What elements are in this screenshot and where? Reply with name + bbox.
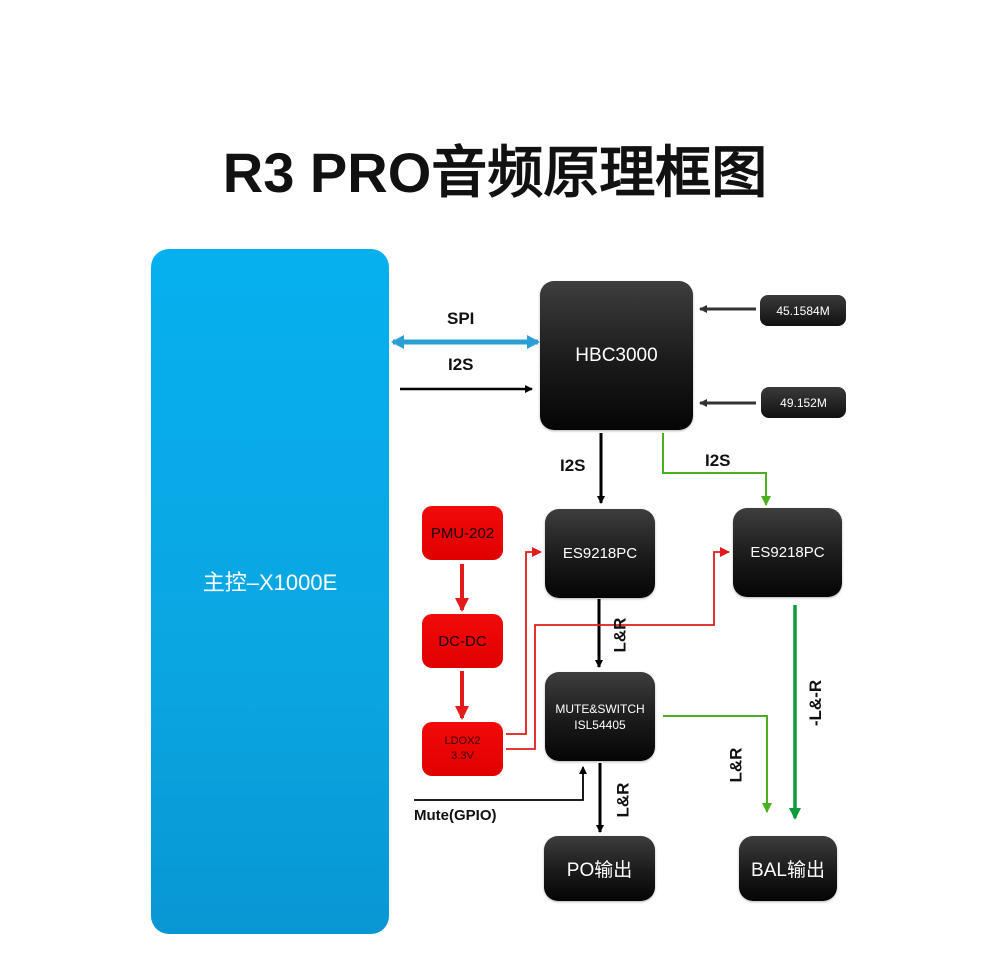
ldo-to-dac-right-power — [506, 547, 730, 750]
lr-switch-to-bal-arrow — [663, 715, 772, 813]
clock-49-152m: 49.152M — [761, 387, 846, 418]
main-controller-block: 主控–X1000E — [151, 249, 389, 934]
ldo-label: LDOX2 — [444, 735, 481, 747]
mute-gpio-arrow — [414, 766, 587, 801]
clock-45-1584m-label: 45.1584M — [776, 303, 830, 318]
i2s-left-label: I2S — [560, 456, 586, 475]
dac-left-chip: ES9218PC — [545, 509, 655, 598]
bal-output-block: BAL输出 — [739, 836, 837, 901]
dcdc-block: DC-DC — [422, 614, 503, 668]
diagram-title: R3 PRO音频原理框图 — [222, 141, 768, 204]
lr-switch-to-po-label: L&R — [613, 782, 633, 818]
pmu-202-block: PMU-202 — [422, 506, 503, 560]
po-output-label: PO输出 — [566, 860, 633, 881]
mute-switch-chip: MUTE&SWITCH ISL54405 — [545, 672, 655, 761]
mute-switch-part-label: ISL54405 — [574, 717, 626, 732]
clock-49-152m-label: 49.152M — [780, 395, 827, 410]
bal-output-label: BAL输出 — [751, 860, 825, 881]
po-output-block: PO输出 — [544, 836, 655, 901]
neg-lr-label: -L&-R — [806, 679, 826, 727]
lr-dac-to-switch-label: L&R — [610, 617, 630, 653]
i2s-hbc-to-dac-right-arrow — [662, 433, 771, 506]
ldo-to-dac-left-power — [506, 547, 542, 735]
clock-45-1584m: 45.1584M — [760, 295, 846, 326]
i2s-input-label: I2S — [448, 355, 474, 374]
spi-label: SPI — [447, 309, 475, 328]
pmu-202-label: PMU-202 — [430, 524, 495, 542]
i2s-right-label: I2S — [705, 451, 731, 470]
dac-left-label: ES9218PC — [562, 545, 638, 562]
hbc3000-chip: HBC3000 — [540, 281, 693, 430]
hbc3000-label: HBC3000 — [575, 344, 658, 366]
mute-switch-label: MUTE&SWITCH — [555, 701, 645, 716]
dac-right-label: ES9218PC — [750, 544, 825, 561]
dcdc-label: DC-DC — [438, 632, 487, 650]
ldo-block: LDOX2 3.3V — [422, 722, 503, 776]
main-controller-label: 主控–X1000E — [202, 570, 338, 595]
dac-right-chip: ES9218PC — [733, 508, 842, 597]
mute-gpio-label: Mute(GPIO) — [414, 807, 497, 824]
lr-switch-to-bal-label: L&R — [726, 747, 746, 783]
ldo-voltage-label: 3.3V — [451, 750, 474, 762]
